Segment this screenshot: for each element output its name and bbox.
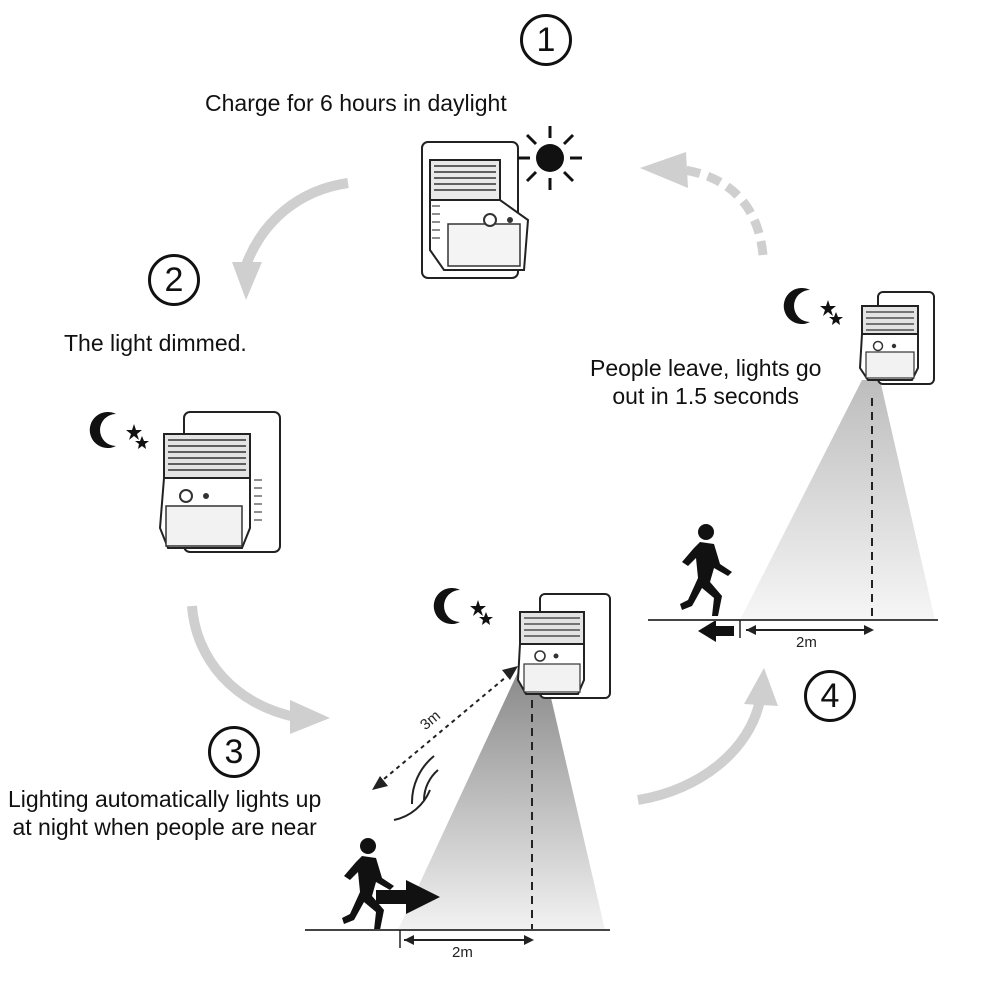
approach-width-label: 2m	[452, 944, 473, 961]
cycle-arrow-3-to-4	[637, 668, 778, 805]
leave-width-label: 2m	[796, 634, 817, 651]
step-3-caption: Lighting automatically lights up at nigh…	[8, 786, 322, 840]
running-person-icon	[680, 524, 732, 616]
signal-waves-icon	[393, 755, 439, 821]
light-beam	[398, 672, 605, 930]
step-number-2: 2	[148, 254, 200, 306]
solar-lamp-icon	[158, 411, 281, 553]
solar-lamp-icon	[421, 141, 530, 279]
walk-direction-arrow	[376, 880, 440, 914]
moon-stars-icon	[89, 412, 149, 449]
distance-marker-approach	[399, 930, 534, 948]
running-person-icon	[342, 838, 394, 930]
cycle-arrow-2-to-3	[187, 605, 330, 734]
solar-lamp-icon	[858, 291, 935, 385]
distance-marker-leave	[739, 620, 874, 638]
step-number-1: 1	[520, 14, 572, 66]
step-4-caption: People leave, lights go out in 1.5 secon…	[590, 355, 822, 409]
cycle-arrow-1-to-2	[232, 178, 349, 300]
step-number-3: 3	[208, 726, 260, 778]
cycle-arrow-4-to-1-dashed	[640, 152, 768, 256]
fading-light-beam	[740, 380, 935, 620]
sensor-range-arrow	[372, 666, 518, 790]
step-2-caption: The light dimmed.	[64, 330, 247, 356]
moon-stars-icon	[433, 588, 493, 625]
step-number-4: 4	[804, 670, 856, 722]
sun-icon	[518, 126, 582, 190]
step-1-caption: Charge for 6 hours in daylight	[205, 90, 507, 116]
leave-direction-arrow	[698, 620, 734, 642]
solar-lamp-icon	[516, 593, 611, 699]
moon-stars-icon	[783, 288, 843, 325]
